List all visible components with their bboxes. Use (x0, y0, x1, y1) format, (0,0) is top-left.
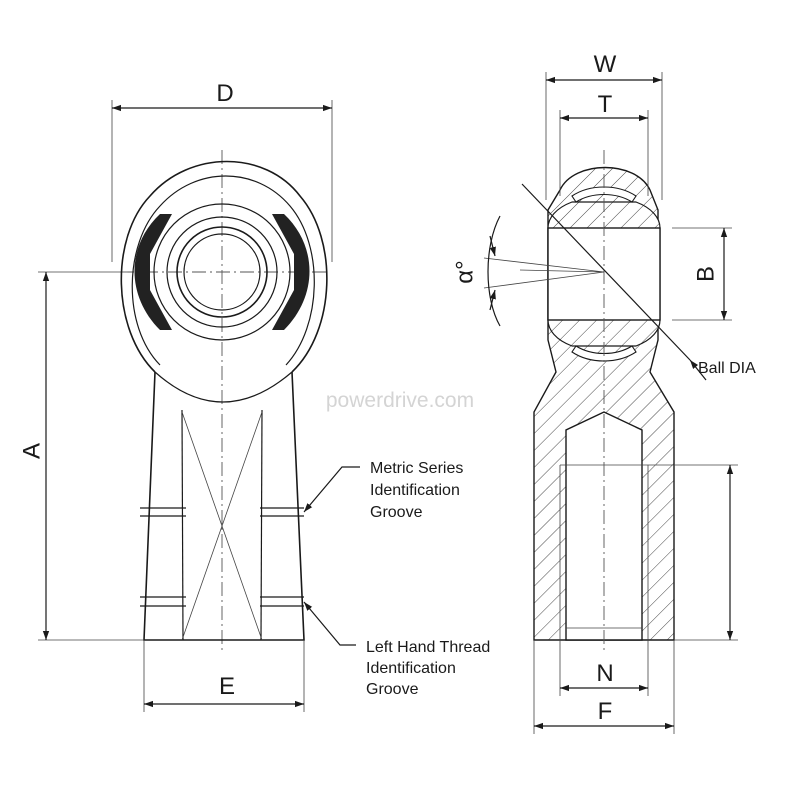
left-hand-note-line-3: Groove (366, 681, 419, 698)
label-f: F (598, 698, 613, 725)
left-hand-note: Left Hand Thread Identification Groove (366, 639, 495, 698)
alpha-arrow-bottom (489, 289, 496, 311)
liner-left (134, 214, 172, 330)
metric-note-line-1: Metric Series (370, 460, 463, 477)
body-outline (143, 371, 305, 641)
liner-bottom (571, 345, 637, 362)
alpha-ray-top (483, 257, 605, 273)
label-e: E (219, 673, 235, 700)
flat-left-edge (181, 409, 184, 641)
head-outer-outline (120, 160, 328, 373)
metric-leader (303, 466, 360, 513)
flat-cross-line-b (181, 411, 263, 641)
label-ball-dia: Ball DIA (698, 360, 756, 377)
ball-outer (153, 203, 291, 341)
liner-top (571, 186, 637, 203)
ball-face (166, 216, 278, 328)
neck-outline (154, 371, 293, 403)
label-a: A (18, 443, 45, 459)
liner-right (272, 214, 310, 330)
label-w: W (594, 51, 617, 78)
head-inner-outline (131, 175, 315, 366)
metric-note: Metric Series Identification Groove (370, 460, 468, 521)
label-d: D (216, 80, 233, 107)
label-alpha: α° (451, 260, 478, 283)
label-b: B (692, 266, 719, 282)
left-hand-note-line-2: Identification (366, 660, 456, 677)
bore-outer (176, 226, 268, 318)
front-view: D A E (18, 80, 360, 712)
alpha-ray-bottom (483, 271, 605, 289)
metric-note-line-2: Identification (370, 482, 460, 499)
ball-dia-leader (689, 359, 707, 381)
alpha-ray-center (519, 269, 605, 273)
left-hand-leader (303, 601, 356, 646)
left-hand-note-line-1: Left Hand Thread (366, 639, 490, 656)
watermark: powerdrive.com (326, 389, 474, 412)
metric-groove (140, 507, 304, 517)
left-hand-groove (140, 596, 304, 607)
metric-note-line-3: Groove (370, 504, 423, 521)
label-t: T (598, 91, 613, 118)
alpha-arrow-top (489, 235, 496, 257)
section-view: Ball DIA α° W T B N (451, 51, 756, 734)
alpha-arc (487, 215, 501, 327)
ball-dia-line (521, 183, 691, 361)
bore-inner (183, 233, 261, 311)
label-n: N (596, 660, 613, 687)
flat-right-edge (260, 409, 263, 641)
